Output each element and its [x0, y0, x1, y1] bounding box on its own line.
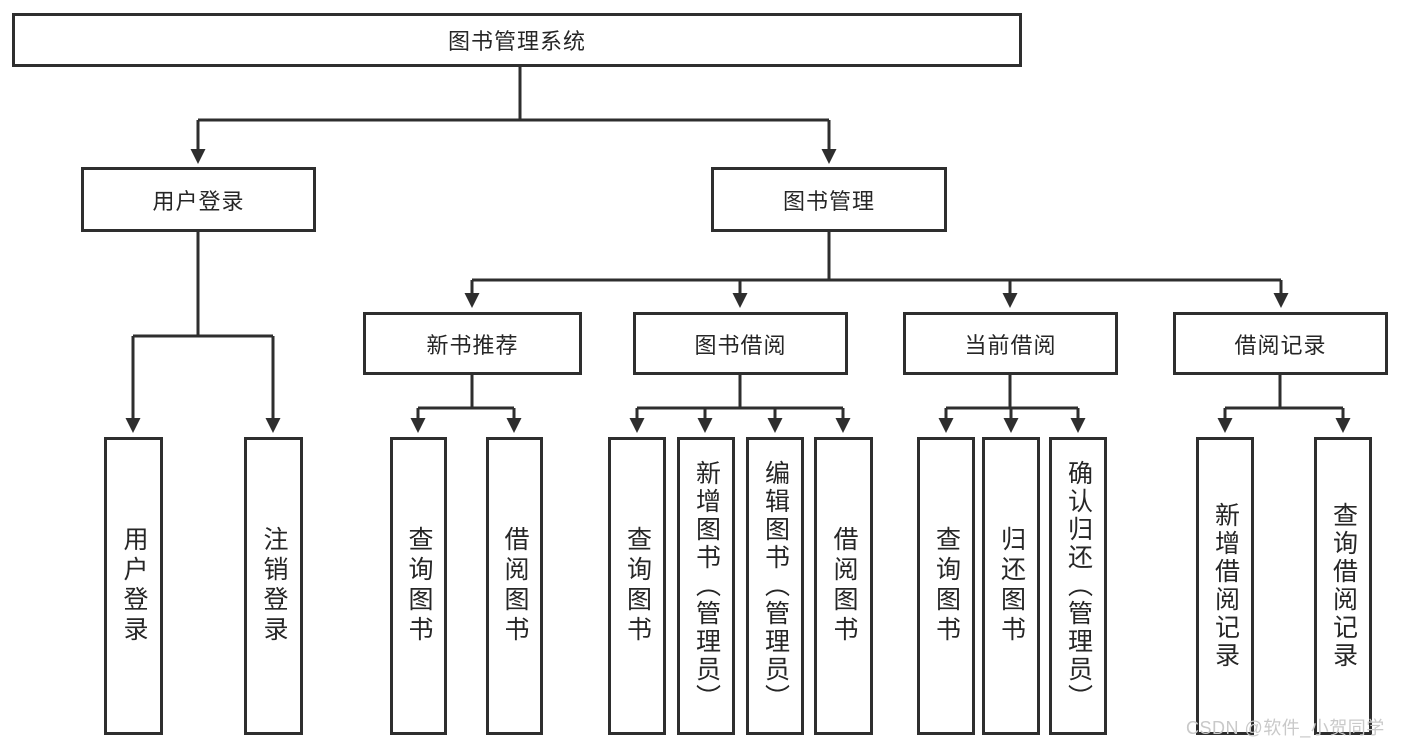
leaf-cb-return-books: 归还图书 [982, 437, 1040, 735]
leaf-user-login: 用户登录 [104, 437, 163, 735]
csdn-watermark: CSDN @软件_小贺同学 [1186, 718, 1385, 738]
leaf-nbr-borrow-books: 借阅图书 [486, 437, 543, 735]
node-book-borrow: 图书借阅 [633, 312, 848, 375]
connector-book-management-split [472, 232, 1281, 282]
leaf-bb-edit-books-admin: 编辑图书（管理员） [746, 437, 804, 735]
node-current-borrow: 当前借阅 [903, 312, 1118, 375]
connector-current-borrow-split [946, 375, 1078, 410]
node-user-login: 用户登录 [81, 167, 316, 232]
node-borrow-records: 借阅记录 [1173, 312, 1388, 375]
leaf-bb-add-books-admin: 新增图书（管理员） [677, 437, 735, 735]
leaf-logout: 注销登录 [244, 437, 303, 735]
node-new-book-recommend: 新书推荐 [363, 312, 582, 375]
leaf-br-add-record: 新增借阅记录 [1196, 437, 1254, 735]
leaf-cb-query-books: 查询图书 [917, 437, 975, 735]
connector-root-split [198, 67, 829, 122]
connector-book-borrow-split [637, 375, 843, 410]
connector-user-login-split [133, 232, 273, 338]
leaf-br-query-record: 查询借阅记录 [1314, 437, 1372, 735]
leaf-nbr-query-books: 查询图书 [390, 437, 447, 735]
leaf-bb-borrow-books: 借阅图书 [814, 437, 873, 735]
leaf-bb-query-books: 查询图书 [608, 437, 666, 735]
node-book-management: 图书管理 [711, 167, 947, 232]
connector-new-book-split [418, 375, 514, 410]
connector-borrow-records-split [1225, 375, 1343, 410]
node-root: 图书管理系统 [12, 13, 1022, 67]
leaf-cb-confirm-return-admin: 确认归还（管理员） [1049, 437, 1107, 735]
